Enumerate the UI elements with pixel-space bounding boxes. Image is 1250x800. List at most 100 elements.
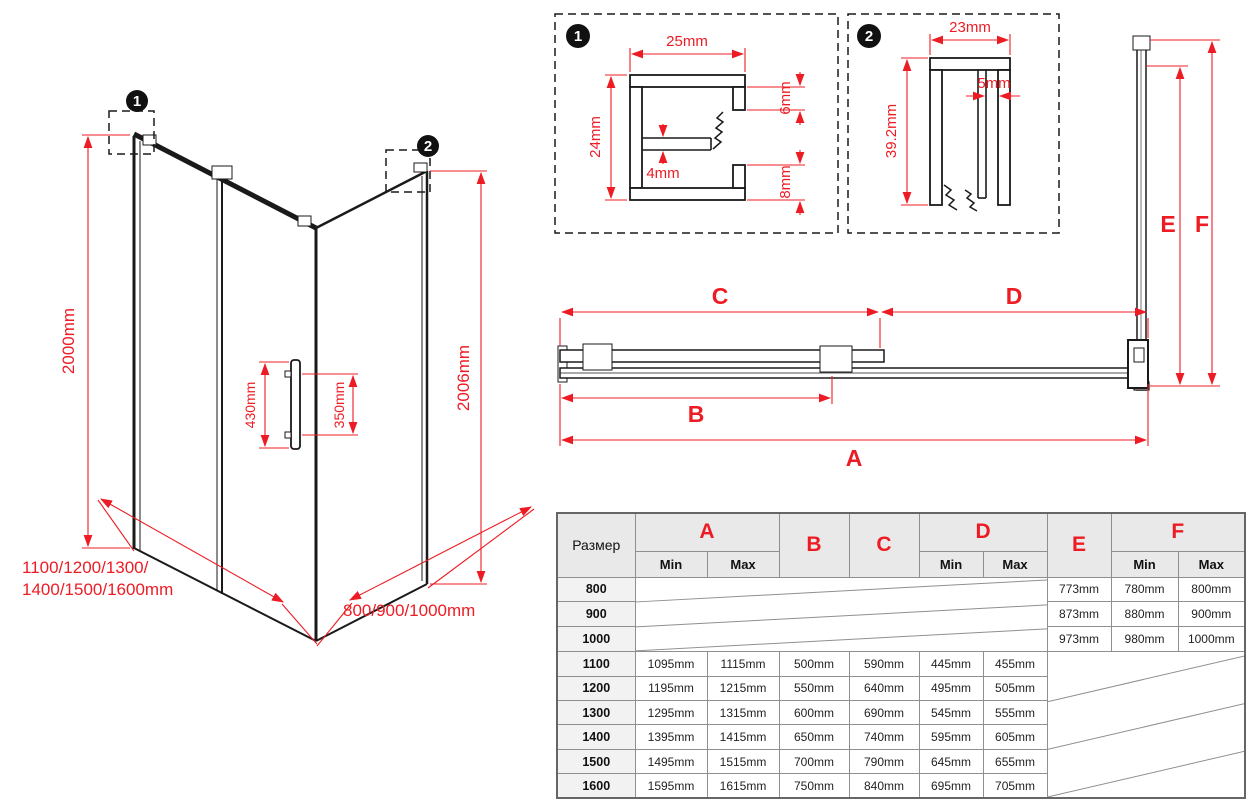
plan-view-drawing: C D B A <box>557 283 1149 471</box>
table-row: 800 773mm 780mm 800mm <box>556 576 1246 653</box>
table-cell: 645mm <box>918 748 984 775</box>
detail-2-badge-circle <box>857 24 881 48</box>
header-col-e: E <box>1046 512 1112 578</box>
dim-label-23mm: 23mm <box>949 19 991 36</box>
dim-label-25mm: 25mm <box>666 33 708 50</box>
dim-profile1-height: 24mm <box>587 74 627 201</box>
detail-2-badge-number: 2 <box>865 28 873 45</box>
table-cell: 600mm <box>778 700 850 726</box>
table-cell: 750mm <box>778 773 850 799</box>
table-row: 1100 1095mm 1115mm 500mm 590mm 445mm 455… <box>556 651 1246 799</box>
table-cell: 1615mm <box>706 773 780 799</box>
isometric-enclosure-drawing: 1 2 2000mm 2006mm 430mm <box>22 90 535 647</box>
header-f-min: Min <box>1110 550 1179 578</box>
header-f-max: Max <box>1177 550 1246 578</box>
table-cell: 605mm <box>982 724 1048 750</box>
table-cell: 900mm <box>1177 601 1246 628</box>
callout-2-marker: 2 <box>385 135 439 193</box>
table-cell: 650mm <box>778 724 850 750</box>
detail-1-badge-number: 1 <box>574 28 582 45</box>
table-cell: 1515mm <box>706 748 780 775</box>
roller-block <box>142 134 157 146</box>
table-cell: 590mm <box>848 651 920 677</box>
gasket-seal <box>712 111 725 150</box>
callout-1-number: 1 <box>133 93 141 110</box>
dim-panel-height: 2006mm <box>430 170 487 585</box>
table-cell: 655mm <box>982 748 1048 775</box>
callout-2-number: 2 <box>424 138 432 155</box>
roller-carriage <box>582 343 613 371</box>
header-a-min: Min <box>634 550 708 578</box>
crossed-out-cells <box>634 576 1048 653</box>
table-cell: 1415mm <box>706 724 780 750</box>
table-row: 1400 1395mm 1415mm 650mm 740mm 595mm 605… <box>556 724 1245 750</box>
dim-label-f: F <box>1195 211 1209 237</box>
row-size-label: 1400 <box>556 724 636 750</box>
table-cell: 1095mm <box>634 651 708 677</box>
dim-label-2000mm: 2000mm <box>59 308 78 374</box>
header-d-min: Min <box>918 550 984 578</box>
table-cell: 1215mm <box>706 675 780 702</box>
table-cell: 980mm <box>1110 626 1179 653</box>
table-cell: 773mm <box>1046 576 1112 603</box>
row-size-label: 1200 <box>556 675 636 702</box>
table-row: 1500 1495mm 1515mm 700mm 790mm 645mm 655… <box>556 748 1245 775</box>
table-cell: 495mm <box>918 675 984 702</box>
table-cell: 1315mm <box>706 700 780 726</box>
callout-1-marker: 1 <box>108 90 155 155</box>
dim-plan: C D B A <box>559 283 1149 471</box>
detail-1-badge-circle <box>566 24 590 48</box>
dim-profile1-lip-bottom: 8mm <box>747 150 805 215</box>
header-col-b: B <box>778 512 850 578</box>
dim-label-2006mm: 2006mm <box>454 345 473 411</box>
table-cell: 505mm <box>982 675 1048 702</box>
table-cell: 880mm <box>1110 601 1179 628</box>
table-cell: 690mm <box>848 700 920 726</box>
table-cell: 1000mm <box>1177 626 1246 653</box>
table-row: 1000 973mm 980mm 1000mm <box>556 626 1246 653</box>
dim-profile2-width: 23mm <box>929 19 1011 55</box>
table-row: 900 873mm 880mm 900mm <box>556 601 1246 628</box>
wall-profile-plan <box>1127 339 1149 389</box>
row-size-label: 1300 <box>556 700 636 726</box>
table-cell: 1115mm <box>706 651 780 677</box>
dim-label-width-options-2: 1400/1500/1600mm <box>22 580 173 599</box>
dim-profile1-slot: 4mm <box>646 124 680 182</box>
table-cell: 740mm <box>848 724 920 750</box>
dim-label-depth-options: 800/900/1000mm <box>343 601 475 620</box>
dim-door-width-options: 1100/1200/1300/ 1400/1500/1600mm <box>22 498 318 645</box>
header-col-f: F <box>1110 512 1246 552</box>
table-cell: 800mm <box>1177 576 1246 603</box>
row-size-label: 1600 <box>556 773 636 799</box>
table-cell: 1295mm <box>634 700 708 726</box>
dim-profile2-height: 39.2mm <box>883 57 928 206</box>
row-size-label: 1500 <box>556 748 636 775</box>
dim-label-430mm: 430mm <box>242 382 258 429</box>
clip-spring <box>964 189 978 212</box>
header-col-a: A <box>634 512 780 552</box>
dim-handle-holes: 350mm <box>302 373 358 436</box>
clip-spring <box>943 184 958 211</box>
dim-label-350mm: 350mm <box>331 382 347 429</box>
dim-label-e: E <box>1160 211 1175 237</box>
table-cell: 455mm <box>982 651 1048 677</box>
header-d-max: Max <box>982 550 1048 578</box>
table-row: 1200 1195mm 1215mm 550mm 640mm 495mm 505… <box>556 675 1245 702</box>
wall-bracket <box>413 162 428 173</box>
table-cell: 500mm <box>778 651 850 677</box>
detail-2-border <box>847 13 1060 234</box>
crossed-out-cells <box>1046 651 1246 799</box>
row-size-label: 900 <box>556 601 636 628</box>
dim-label-39-2mm: 39.2mm <box>883 104 900 158</box>
dim-profile1-width: 25mm <box>629 33 746 72</box>
table-row: 1600 1595mm 1615mm 750mm 840mm 695mm 705… <box>556 773 1245 799</box>
profile-detail-1: 1 25mm 24mm 4mm <box>554 13 839 234</box>
table-cell: 445mm <box>918 651 984 677</box>
profile-top-cap <box>1132 35 1151 51</box>
row-size-label: 1100 <box>556 651 636 677</box>
glass-panel-plan <box>559 349 885 363</box>
profile-1-section <box>629 74 746 201</box>
header-col-c: C <box>848 512 920 578</box>
table-row: 1300 1295mm 1315mm 600mm 690mm 545mm 555… <box>556 700 1245 726</box>
